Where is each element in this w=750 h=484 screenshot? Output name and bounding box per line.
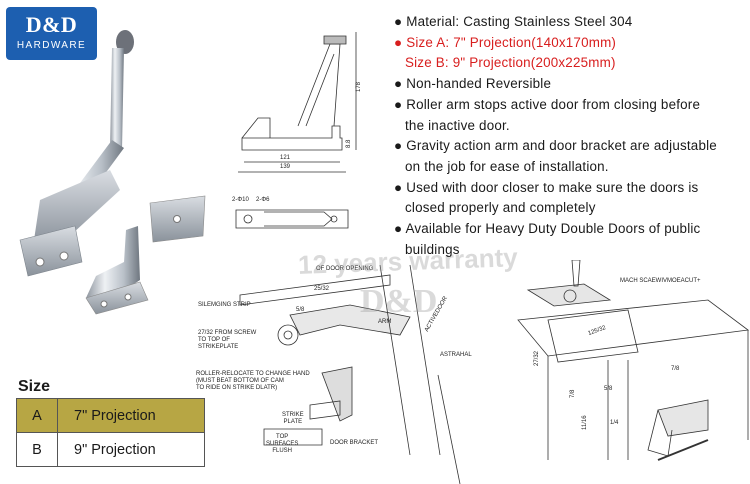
spec-line: ● Roller arm stops active door from clos… [394,96,701,112]
spec-line: ● Used with door closer to make sure the… [394,179,699,195]
label-arm: ARM [378,319,392,325]
spec-line: closed properly and completely [405,200,596,216]
size-key: B [16,432,58,467]
spec-line: ● Size A: 7" Projection(140x170mm) [394,34,617,50]
spec-line: the inactive door. [405,117,510,133]
label-dim-5-8-right: 5/8 [604,386,613,392]
size-key: A [16,398,58,433]
spec-line: ● Available for Heavy Duty Double Doors … [394,221,701,237]
label-strike-plate: STRIKE PLATE [282,412,304,425]
size-value: 9" Projection [57,432,205,467]
label-door-bracket: DOOR BRACKET [330,440,379,446]
label-door-opening: OF DOOR OPENING [316,266,374,272]
watermark-brand: D&D [360,283,438,320]
roller-arm [110,48,124,150]
spec-line: on the job for ease of installation. [405,158,609,174]
label-dim-7-8: 7/8 [671,366,680,372]
spec-line: Size B: 9" Projection(200x225mm) [405,55,616,71]
spec-line: ● Non-handed Reversible [394,76,552,92]
label-silemging-strip: SILEMGING STRIP [198,302,251,308]
dim-hole-10: 2-Φ10 [232,197,249,203]
brand-logo: D&D HARDWARE [6,7,97,60]
label-dim-27-32: 27/32 [534,350,540,366]
dim-outer-width: 139 [280,164,291,170]
logo-brand: D&D [25,12,78,37]
spec-line: buildings [405,241,460,257]
spec-line: ● Gravity action arm and door bracket ar… [394,138,717,154]
label-astrahal: ASTRAHAL [440,352,472,358]
label-top-surfaces: TOP SURFACES FLUSH [266,434,299,454]
dimension-drawing [235,32,357,229]
label-dim-11-16: 11/16 [582,415,588,430]
dim-base-height: 8.8 [346,139,352,148]
product-illustration [19,30,206,315]
dim-inner-width: 121 [280,155,291,161]
label-screw-note: 27/32 FROM SCREW TO TOP OF STRIKEPLATE [198,330,257,350]
installation-drawing [239,264,461,484]
spec-line: ● Material: Casting Stainless Steel 304 [394,14,633,29]
bracket-drawing [517,260,750,461]
door-bracket-part [86,226,140,300]
label-roller-note: ROLLER-RELOCATE TO CHANGE HAND (MUST BEA… [196,371,310,391]
size-title: Size [18,378,51,395]
logo-subtitle: HARDWARE [16,40,87,51]
label-mach-screw: MACH SCAEWIVMOEACUT+ [620,278,701,284]
dim-hole-6: 2-Φ6 [256,197,270,203]
label-dim-7-8b: 7/8 [570,389,576,398]
label-dim-1-4: 1/4 [610,420,619,426]
size-value: 7" Projection [57,398,205,433]
label-dim-5-8: 5/8 [296,307,305,313]
dim-top-height: 178 [356,81,362,92]
spec-list: ● Material: Casting Stainless Steel 304 ●… [394,12,744,260]
label-dim-25-32: 25/32 [314,286,330,292]
